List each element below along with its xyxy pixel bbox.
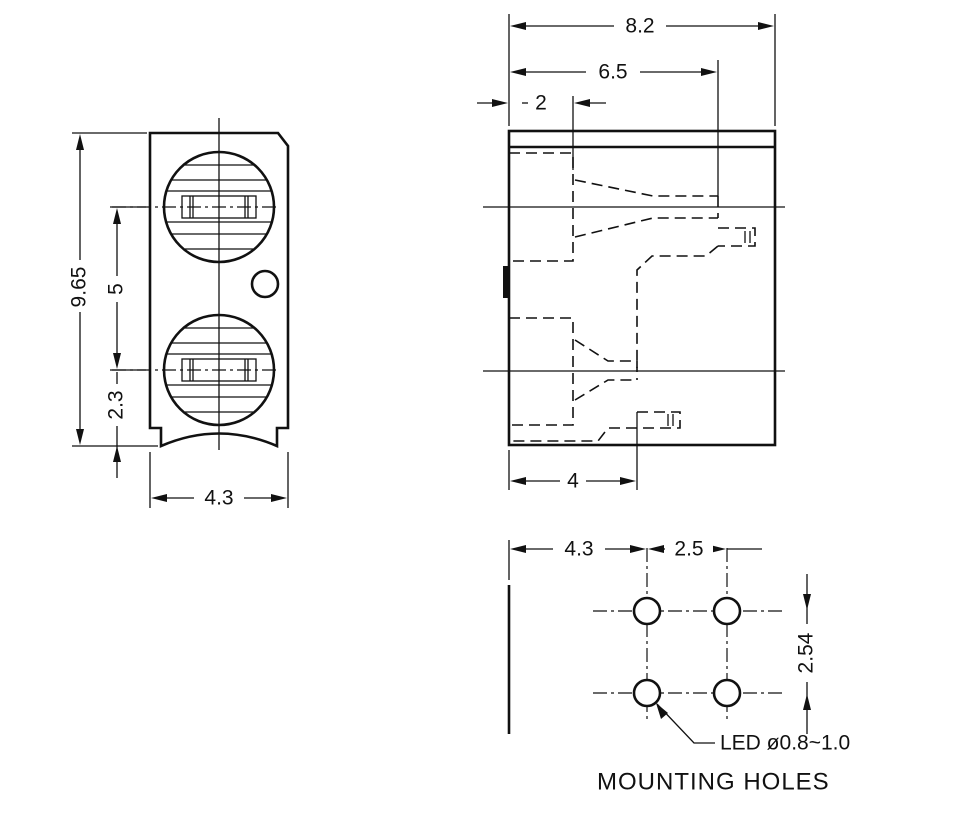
dim-5: 5 xyxy=(104,206,146,371)
mounting-hole-top-left xyxy=(632,596,662,626)
dim-body-to-lead-label: 6.5 xyxy=(598,61,627,84)
mounting-hole-bottom-right xyxy=(712,678,742,708)
mounting-hole-bottom-left xyxy=(632,678,662,708)
dim-bottom-offset-label: 2.3 xyxy=(105,390,128,419)
alignment-hole xyxy=(250,269,280,299)
mounting-holes-title: MOUNTING HOLES xyxy=(597,768,830,795)
hole-horizontal-pitch-label: 2.5 xyxy=(674,538,703,561)
dim-bottom-lead-label: 4 xyxy=(567,470,579,493)
mounting-holes-view: 4.3 2.5 2.54 LED ø0.8~1.0 MOUNTING HOLES xyxy=(507,537,850,795)
dim-4-3-front: 4.3 xyxy=(149,452,289,510)
dim-8-2: 8.2 xyxy=(508,13,776,126)
mounting-hole-top-right xyxy=(712,596,742,626)
dim-9-65: 9.65 xyxy=(66,132,158,447)
dim-4: 4 xyxy=(508,412,638,495)
upper-led-lens xyxy=(112,150,278,264)
dim-4-3-holes: 4.3 xyxy=(508,537,646,580)
front-view: 9.65 5 2.3 4.3 xyxy=(66,118,290,510)
hole-vertical-pitch-label: 2.54 xyxy=(795,632,818,673)
dim-lens-depth-label: 2 xyxy=(535,92,547,115)
dim-total-length-label: 8.2 xyxy=(625,15,654,38)
upper-led-internal xyxy=(509,152,756,368)
dim-width-label: 4.3 xyxy=(204,487,233,510)
side-body-outline xyxy=(507,129,777,447)
dim-height-label: 9.65 xyxy=(68,267,91,308)
dim-2-54: 2.54 xyxy=(793,574,821,734)
dim-6-5: 6.5 xyxy=(510,59,719,196)
lower-led-internal xyxy=(509,317,681,442)
hole-callout-label: LED ø0.8~1.0 xyxy=(720,732,850,755)
dim-2: 2 xyxy=(477,92,606,170)
dim-led-pitch-label: 5 xyxy=(105,283,128,295)
front-body-outline xyxy=(148,131,290,448)
hole-offset-label: 4.3 xyxy=(564,538,593,561)
dim-2-3: 2.3 xyxy=(104,372,130,478)
lower-led-lens xyxy=(112,313,278,427)
hole-callout-leader xyxy=(656,703,715,744)
side-view: 8.2 6.5 2 4 xyxy=(477,13,785,495)
side-notch xyxy=(503,266,509,298)
dim-2-5: 2.5 xyxy=(648,537,762,563)
